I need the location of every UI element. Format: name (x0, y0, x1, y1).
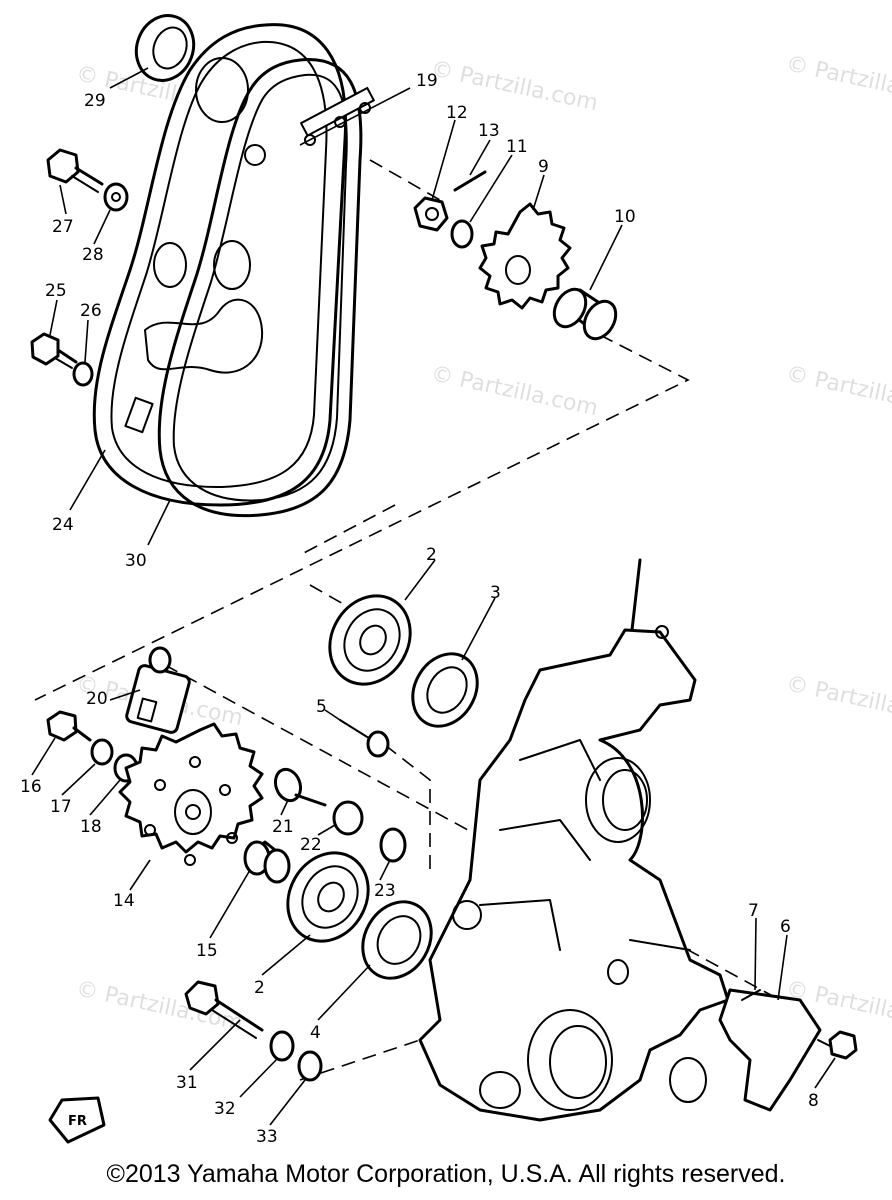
tensioner-block (125, 646, 191, 734)
callout-26: 26 (80, 301, 102, 321)
chain-joint (300, 86, 375, 146)
bolt-25 (30, 332, 78, 369)
callout-31: 31 (176, 1073, 198, 1093)
washer-11 (450, 219, 474, 249)
callout-25: 25 (45, 281, 67, 301)
nut-12 (413, 196, 449, 232)
callout-27: 27 (52, 217, 74, 237)
washer-17 (90, 738, 114, 766)
nut-22 (332, 800, 364, 836)
large-sprocket (118, 722, 264, 866)
callout-29: 29 (84, 91, 106, 111)
callout-24: 24 (52, 515, 74, 535)
bearing-lower (286, 851, 370, 943)
copyright-notice: ©2013 Yamaha Motor Corporation, U.S.A. A… (106, 1160, 786, 1188)
washer-28 (103, 182, 129, 212)
callout-2-lower: 2 (254, 978, 265, 998)
callout-5: 5 (316, 697, 327, 717)
watermark-text: © Partzilla.com (429, 361, 600, 421)
callout-leader-lines (31, 67, 836, 1126)
collar-15 (243, 840, 291, 884)
watermark-text: © Partzilla.com (74, 976, 245, 1036)
bolt-16 (46, 710, 92, 742)
washer-23 (379, 827, 407, 863)
bolt-31 (184, 980, 264, 1039)
front-direction-badge: FR (48, 1096, 106, 1144)
chain-case-cover (92, 23, 348, 507)
washer-28-hole (111, 192, 121, 202)
bolt-27 (46, 148, 104, 193)
cotter-pin-13 (453, 170, 487, 192)
drive-chain (157, 58, 363, 518)
small-sprocket (478, 202, 572, 310)
bracket-6 (718, 988, 822, 1112)
callout-9: 9 (538, 157, 549, 177)
callout-23: 23 (374, 881, 396, 901)
callout-19: 19 (416, 71, 438, 91)
callout-18: 18 (80, 817, 102, 837)
callout-6: 6 (780, 917, 791, 937)
callout-17: 17 (50, 797, 72, 817)
callout-30: 30 (125, 551, 147, 571)
callout-33: 33 (256, 1127, 278, 1147)
watermark-text: © Partzilla.com (784, 51, 892, 111)
callout-14: 14 (113, 891, 135, 911)
watermark-text: © Partzilla.com (784, 361, 892, 421)
callout-21: 21 (272, 817, 294, 837)
callout-11: 11 (506, 137, 528, 157)
callout-10: 10 (614, 207, 636, 227)
chain-case-housing (418, 558, 730, 1122)
callout-8: 8 (808, 1091, 819, 1111)
bearing-upper (328, 594, 412, 686)
washer-32 (269, 1030, 295, 1062)
callout-numbers: 19 12 13 11 9 10 29 27 28 25 26 24 30 2 … (20, 71, 819, 1147)
callout-20: 20 (86, 689, 108, 709)
callout-13: 13 (478, 121, 500, 141)
callout-7: 7 (748, 901, 759, 921)
washer-26 (72, 361, 94, 387)
oil-seal (134, 14, 196, 82)
callout-2-upper: 2 (426, 545, 437, 565)
bolt-21 (273, 767, 327, 807)
callout-4: 4 (310, 1023, 321, 1043)
seal-3 (411, 652, 479, 728)
callout-32: 32 (214, 1099, 236, 1119)
callout-28: 28 (82, 245, 104, 265)
bolt-8 (817, 1030, 858, 1060)
adjust-screw-5 (339, 719, 390, 758)
watermark-text: © Partzilla.com (784, 671, 892, 731)
front-badge-label: FR (68, 1114, 87, 1129)
collar-10 (552, 287, 618, 341)
callout-16: 16 (20, 777, 42, 797)
washer-33 (297, 1050, 323, 1082)
callout-22: 22 (300, 835, 322, 855)
seal-4 (361, 900, 433, 980)
callout-15: 15 (196, 941, 218, 961)
callout-12: 12 (446, 103, 468, 123)
callout-3: 3 (490, 583, 501, 603)
